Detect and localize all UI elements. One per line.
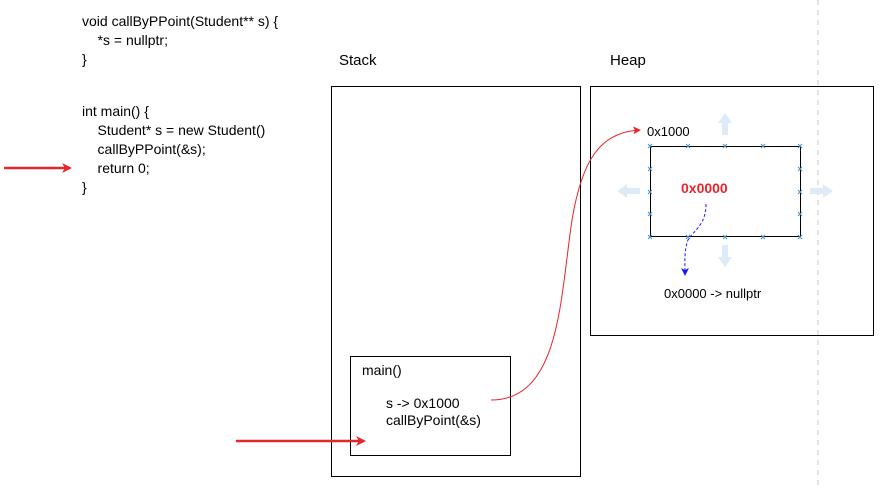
hint-arrow-right-icon	[810, 184, 833, 198]
code-line: callByPPoint(&s);	[82, 141, 206, 157]
heap-container	[590, 86, 874, 336]
stack-container	[331, 86, 581, 477]
code-line: Student* s = new Student()	[82, 122, 266, 138]
code-line: void callByPPoint(Student** s) {	[82, 13, 279, 29]
code-line: int main() {	[82, 103, 149, 119]
hint-arrow-down-icon	[718, 245, 732, 267]
nullptr-arrow	[680, 203, 707, 276]
selection-handles	[647, 143, 803, 240]
stack-title: Stack	[339, 52, 377, 69]
heap-value: 0x0000	[681, 180, 728, 196]
resize-hint-arrows	[617, 113, 833, 267]
hint-arrow-left-icon	[617, 184, 640, 198]
heap-address: 0x1000	[647, 124, 690, 139]
heap-annotation: 0x0000 -> nullptr	[664, 286, 762, 301]
code-line: *s = nullptr;	[82, 32, 168, 48]
code-line: }	[82, 51, 87, 67]
heap-title: Heap	[610, 52, 646, 69]
stack-var-pointer: s -> 0x1000	[386, 395, 460, 411]
pointer-curve-arrow	[490, 126, 641, 401]
stack-frame-name: main()	[362, 362, 402, 378]
code-line: return 0;	[82, 160, 150, 176]
code-line: }	[82, 179, 87, 195]
stack-frame-main	[350, 356, 511, 456]
hint-arrow-up-icon	[718, 113, 732, 135]
stack-call-line: callByPoint(&s)	[386, 412, 481, 428]
